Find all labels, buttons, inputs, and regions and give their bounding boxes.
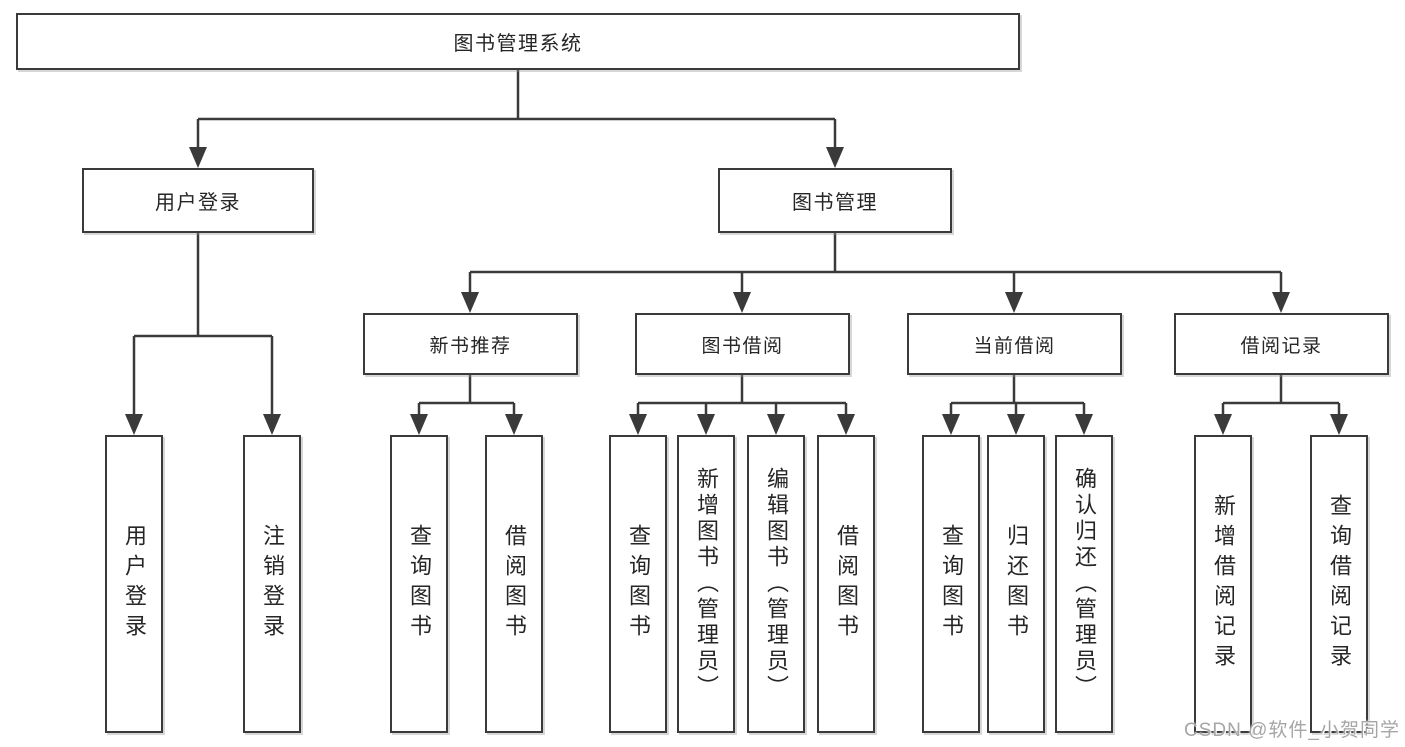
edge-user-login-children — [132, 233, 274, 417]
edge-book-borrowing-children — [636, 375, 848, 417]
leaf-query-borrow-record-label: 查询借阅记录 — [1327, 494, 1352, 674]
watermark: CSDN @软件_小贺同学 — [1184, 720, 1400, 741]
leaf-add-book-admin: 新增图书（管理员） — [677, 435, 735, 733]
node-borrow-records: 借阅记录 — [1174, 313, 1389, 375]
leaf-add-book-admin-label: 新增图书（管理员） — [694, 467, 719, 701]
leaf-query-books-recommend: 查询图书 — [390, 435, 448, 733]
leaf-query-books-borrowing: 查询图书 — [609, 435, 667, 733]
node-book-borrowing-label: 图书借阅 — [701, 335, 784, 357]
leaf-borrow-books-recommend-label: 借阅图书 — [502, 524, 527, 644]
leaf-borrow-books: 借阅图书 — [817, 435, 875, 733]
arrow-down-icons — [125, 147, 1348, 435]
leaf-edit-book-admin-label: 编辑图书（管理员） — [764, 467, 789, 701]
edge-borrow-records-children — [1221, 375, 1341, 417]
node-book-borrowing: 图书借阅 — [635, 313, 850, 375]
leaf-query-books-recommend-label: 查询图书 — [407, 524, 432, 644]
node-new-book-recommend-label: 新书推荐 — [429, 335, 512, 357]
leaf-query-books-borrowing-label: 查询图书 — [626, 524, 651, 644]
node-root-label: 图书管理系统 — [453, 33, 583, 55]
tree-edges — [132, 70, 1341, 417]
leaf-confirm-return-admin-label: 确认归还（管理员） — [1072, 467, 1097, 701]
edge-new-book-children — [417, 375, 516, 417]
leaf-query-books-current-label: 查询图书 — [939, 524, 964, 644]
edge-book-management-children — [468, 233, 1283, 295]
node-user-login-label: 用户登录 — [155, 192, 241, 214]
node-current-borrowing: 当前借阅 — [907, 313, 1122, 375]
node-book-management: 图书管理 — [718, 168, 952, 233]
leaf-add-borrow-record-label: 新增借阅记录 — [1211, 494, 1236, 674]
node-borrow-records-label: 借阅记录 — [1240, 335, 1323, 357]
edge-current-borrowing-children — [949, 375, 1086, 417]
node-user-login: 用户登录 — [82, 168, 314, 233]
leaf-query-books-current: 查询图书 — [922, 435, 980, 733]
node-root: 图书管理系统 — [16, 13, 1020, 70]
leaf-query-borrow-record: 查询借阅记录 — [1310, 435, 1368, 733]
leaf-user-login: 用户登录 — [105, 435, 163, 733]
edge-root-to-level2 — [196, 70, 837, 150]
leaf-user-login-label: 用户登录 — [122, 524, 147, 644]
node-new-book-recommend: 新书推荐 — [363, 313, 578, 375]
leaf-add-borrow-record: 新增借阅记录 — [1194, 435, 1252, 733]
leaf-confirm-return-admin: 确认归还（管理员） — [1055, 435, 1113, 733]
node-book-management-label: 图书管理 — [792, 192, 878, 214]
leaf-borrow-books-recommend: 借阅图书 — [485, 435, 543, 733]
leaf-borrow-books-label: 借阅图书 — [834, 524, 859, 644]
leaf-logout: 注销登录 — [243, 435, 301, 733]
leaf-return-books-label: 归还图书 — [1004, 524, 1029, 644]
leaf-return-books: 归还图书 — [987, 435, 1045, 733]
leaf-logout-label: 注销登录 — [260, 524, 285, 644]
node-current-borrowing-label: 当前借阅 — [973, 335, 1056, 357]
leaf-edit-book-admin: 编辑图书（管理员） — [747, 435, 805, 733]
